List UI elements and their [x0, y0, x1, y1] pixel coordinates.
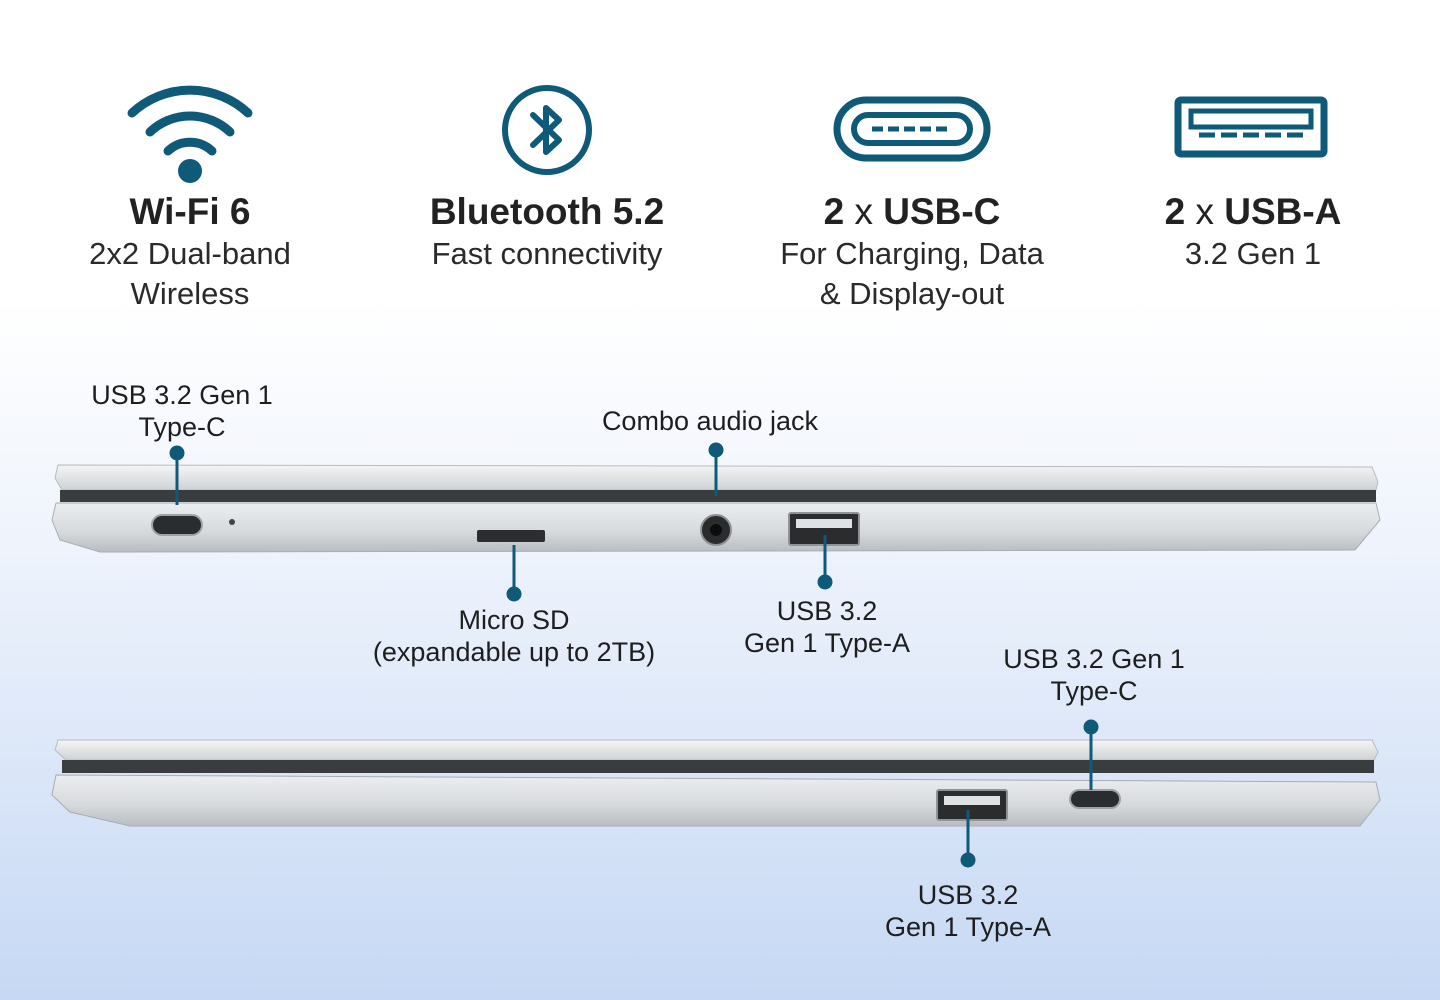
usb-c-port-right — [1069, 789, 1121, 809]
label-line: USB 3.2 Gen 1 — [1003, 644, 1185, 674]
feature-subtitle: Wireless — [130, 276, 250, 311]
label-usb-c-right: USB 3.2 Gen 1 Type-C — [994, 643, 1194, 707]
label-line: Gen 1 Type-A — [743, 628, 911, 658]
label-line: Micro SD — [458, 605, 570, 635]
label-audio-jack: Combo audio jack — [560, 405, 860, 437]
feature-title-count: 2 — [823, 191, 845, 232]
feature-title: 2 x USB-A — [1083, 190, 1423, 234]
feature-title-name: USB-C — [883, 191, 1001, 232]
feature-wifi: Wi-Fi 6 2x2 Dual-band Wireless — [20, 70, 360, 314]
wifi-icon — [20, 70, 360, 190]
laptop-right-side — [51, 739, 1381, 827]
feature-usb-a: 2 x USB-A 3.2 Gen 1 — [1083, 70, 1423, 274]
label-line: (expandable up to 2TB) — [372, 637, 656, 667]
label-line: Type-C — [138, 412, 226, 442]
label-usb-a-left: USB 3.2 Gen 1 Type-A — [727, 595, 927, 659]
label-line: Combo audio jack — [601, 406, 819, 436]
feature-title: Bluetooth 5.2 — [429, 191, 665, 232]
label-line: Gen 1 Type-A — [884, 912, 1052, 942]
feature-bluetooth: Bluetooth 5.2 Fast connectivity — [377, 70, 717, 274]
label-line: USB 3.2 Gen 1 — [91, 380, 273, 410]
feature-subtitle: For Charging, Data — [780, 236, 1044, 271]
feature-subtitle: 2x2 Dual-band — [89, 236, 291, 271]
feature-subtitle: 3.2 Gen 1 — [1184, 236, 1322, 271]
label-line: USB 3.2 — [917, 880, 1019, 910]
label-usb-a-right: USB 3.2 Gen 1 Type-A — [868, 879, 1068, 943]
feature-title-name: USB-A — [1224, 191, 1342, 232]
callout-lines — [169, 442, 1099, 868]
microsd-slot — [477, 530, 545, 542]
usb-c-port-icon — [742, 70, 1082, 190]
feature-title-count: 2 — [1164, 191, 1186, 232]
label-microsd: Micro SD (expandable up to 2TB) — [364, 604, 664, 668]
bluetooth-icon — [377, 70, 717, 190]
label-line: USB 3.2 — [776, 596, 878, 626]
label-usb-c-left: USB 3.2 Gen 1 Type-C — [82, 379, 282, 443]
feature-title: 2 x USB-C — [742, 190, 1082, 234]
usb-c-port-left — [151, 514, 203, 536]
feature-subtitle: & Display-out — [819, 276, 1005, 311]
feature-title: Wi-Fi 6 — [129, 191, 251, 232]
label-line: Type-C — [1050, 676, 1138, 706]
usb-a-port-icon — [1083, 70, 1423, 190]
feature-usb-c: 2 x USB-C For Charging, Data & Display-o… — [742, 70, 1082, 314]
feature-title-x: x — [1195, 191, 1214, 232]
feature-subtitle: Fast connectivity — [431, 236, 663, 271]
laptop-left-side — [51, 464, 1381, 553]
feature-title-x: x — [854, 191, 873, 232]
